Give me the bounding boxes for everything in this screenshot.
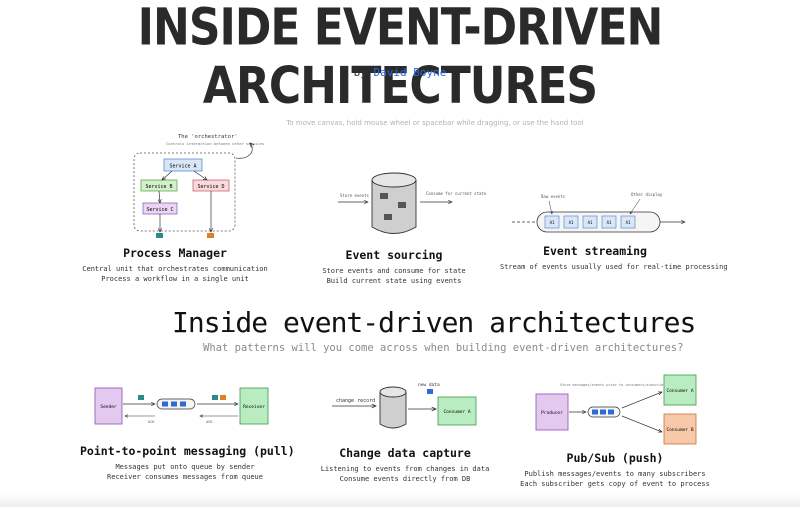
service-a-box [163, 158, 203, 172]
author-link[interactable]: David Boyne [373, 66, 447, 79]
svg-text:A1: A1 [607, 220, 612, 225]
event-icon [212, 395, 218, 400]
service-b-label: Service B [145, 184, 172, 190]
pubsub-note: Store messages/events prior to consumers… [560, 383, 670, 387]
cdc-desc: Consume events directly from DB [339, 475, 471, 483]
ack-label: ACK [148, 420, 155, 424]
raw-events-label: Raw events [541, 194, 566, 199]
section-subtitle: What patterns will you come across when … [203, 342, 684, 354]
event-store-db [371, 180, 417, 234]
process-manager-title: Process Manager [123, 246, 227, 260]
event-icon [138, 395, 144, 400]
cdc-desc: Listening to events from changes in data [320, 465, 490, 473]
process-manager-caption: Process Manager Central unit that orches… [80, 246, 270, 284]
svg-text:A1: A1 [550, 220, 555, 225]
cdc-consumer-label: Consumer A [443, 409, 470, 415]
cdc-title: Change data capture [339, 446, 471, 460]
event-icon [156, 233, 163, 238]
event-sourcing-title: Event sourcing [345, 248, 443, 262]
event-streaming-diagram: Raw events Other display A1 A1 A1 A1 A1 [512, 192, 685, 233]
orchestrator-pointer [235, 143, 252, 159]
consumer-b-box [663, 413, 697, 445]
p2p-caption: Point-to-point messaging (pull) Messages… [80, 444, 295, 482]
stream-event: A1 [563, 215, 579, 229]
ack-label: ACK [206, 420, 213, 424]
poster-title: INSIDE EVENT-DRIVEN ARCHITECTURES [137, 0, 664, 116]
pubsub-title: Pub/Sub (push) [566, 451, 664, 465]
other-display-label: Other display [631, 192, 663, 197]
orchestrator-label: The 'orchestrator' [178, 134, 238, 140]
event-icon [384, 214, 392, 220]
svg-text:A1: A1 [569, 220, 574, 225]
stream-event: A1 [620, 215, 636, 229]
pubsub-desc: Each subscriber gets copy of event to pr… [520, 480, 710, 488]
point-to-point-diagram: Sender Receiver ACK ACK [94, 387, 269, 425]
cdc-consumer-box [437, 396, 477, 426]
service-c-label: Service C [146, 207, 173, 213]
service-d-label: Service D [197, 184, 224, 190]
store-events-label: Store events [340, 193, 369, 198]
event-sourcing-desc: Build current state using events [326, 277, 462, 285]
p2p-desc: Messages put onto queue by sender [115, 463, 255, 471]
process-manager-desc: Central unit that orchestrates communica… [82, 265, 268, 273]
stream-event: A1 [544, 215, 560, 229]
stream-event: A1 [601, 215, 617, 229]
p2p-desc: Receiver consumes messages from queue [107, 473, 263, 481]
svg-text:A1: A1 [626, 220, 631, 225]
orchestrator-boundary [133, 152, 236, 232]
new-data-label: new data [418, 382, 440, 388]
pubsub-diagram: Store messages/events prior to consumers… [535, 374, 697, 445]
page-edge [0, 493, 800, 507]
event-streaming-desc: Stream of events usually used for real-t… [500, 263, 728, 271]
source-database [379, 392, 407, 429]
section-title: Inside event-driven architectures [172, 306, 696, 339]
event-sourcing-desc: Store events and consume for state [322, 267, 466, 275]
event-icon [427, 389, 433, 394]
cdc-diagram: change record new data Consumer A [332, 382, 477, 429]
pubsub-desc: Publish messages/events to many subscrib… [524, 470, 706, 478]
producer-label: Producer [541, 410, 563, 416]
process-manager-desc: Process a workflow in a single unit [101, 275, 249, 283]
sender-label: Sender [100, 404, 117, 410]
p2p-title: Point-to-point messaging (pull) [80, 444, 295, 458]
stream-event: A1 [582, 215, 598, 229]
receiver-box [239, 387, 269, 425]
svg-text:A1: A1 [588, 220, 593, 225]
cdc-caption: Change data capture Listening to events … [320, 446, 490, 484]
sender-box [94, 387, 123, 425]
event-icon [207, 233, 214, 238]
event-streaming-caption: Event streaming Stream of events usually… [500, 244, 728, 272]
event-sourcing-diagram: Store events Consume for current state [338, 172, 487, 234]
event-icon [220, 395, 226, 400]
consumer-b-label: Consumer B [666, 427, 693, 433]
producer-box [535, 393, 569, 431]
receiver-label: Receiver [243, 404, 265, 410]
consumer-a-label: Consumer A [666, 388, 693, 394]
event-streaming-title: Event streaming [543, 244, 647, 258]
consume-label: Consume for current state [426, 191, 487, 196]
event-icon [398, 202, 406, 208]
consumer-a-box [663, 374, 697, 406]
orchestrator-note: Controls interaction between other servi… [166, 141, 264, 146]
process-manager-diagram: The 'orchestrator' Controls interaction … [133, 134, 264, 238]
pubsub-caption: Pub/Sub (push) Publish messages/events t… [520, 451, 710, 489]
event-icon [380, 193, 388, 199]
service-a-label: Service A [169, 164, 196, 170]
byline-prefix: by [353, 66, 367, 79]
change-record-label: change record [336, 398, 375, 404]
canvas-hint: To move canvas, hold mouse wheel or spac… [286, 119, 584, 127]
event-sourcing-caption: Event sourcing Store events and consume … [319, 248, 469, 286]
byline: by David Boyne [0, 66, 800, 79]
